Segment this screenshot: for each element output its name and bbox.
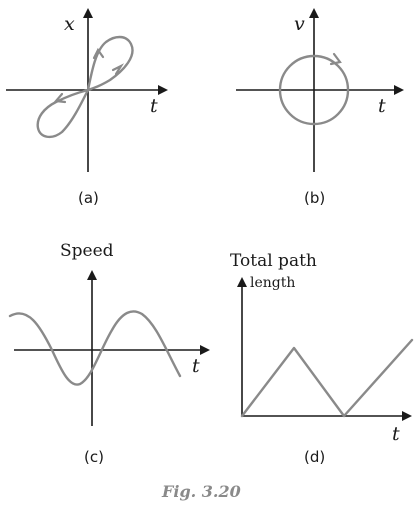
panel-a-direction-arrow-upper	[92, 47, 105, 60]
panel-b: v t (b)	[236, 8, 404, 207]
panel-a-caption: (a)	[78, 189, 99, 207]
panel-d-caption: (d)	[304, 448, 325, 466]
panel-b-caption: (b)	[304, 189, 325, 207]
panel-c-x-label: t	[192, 355, 200, 377]
panel-a-direction-arrow-lower	[53, 92, 67, 104]
panel-b-circle-curve	[278, 54, 350, 126]
panel-d-t-axis-arrowhead	[402, 411, 412, 421]
panel-d-y-label-line1: Total path	[230, 251, 317, 271]
panel-c-t-axis-arrowhead	[200, 345, 210, 355]
panel-c: Speed t (c)	[8, 241, 210, 466]
panel-c-caption: (c)	[84, 448, 104, 466]
panel-b-y-label: v	[294, 13, 305, 35]
panel-a-x-label: t	[150, 95, 158, 117]
figure-caption: Fig. 3.20	[161, 482, 241, 501]
panel-c-speed-axis-arrowhead	[87, 270, 97, 280]
panel-d-x-label: t	[392, 423, 400, 445]
panel-b-x-label: t	[378, 95, 386, 117]
panel-a-y-label: x	[64, 13, 75, 35]
panel-a-t-axis-arrowhead	[158, 85, 168, 95]
panel-a-direction-arrow-right	[111, 63, 125, 76]
panel-a: x t (a)	[6, 8, 168, 207]
panel-d: Total path length t (d)	[230, 251, 414, 466]
panel-d-y-label-line2: length	[250, 275, 295, 291]
panel-b-v-axis-arrowhead	[309, 8, 319, 18]
panel-d-path-curve	[240, 338, 414, 418]
panel-b-direction-arrow	[329, 52, 342, 66]
panel-a-x-axis-arrowhead	[83, 8, 93, 18]
panel-d-path-axis-arrowhead	[237, 277, 247, 287]
panel-b-t-axis-arrowhead	[394, 85, 404, 95]
panel-a-loop-curve	[36, 35, 134, 139]
panel-c-y-label: Speed	[60, 241, 114, 261]
panel-c-sine-curve	[8, 310, 182, 386]
